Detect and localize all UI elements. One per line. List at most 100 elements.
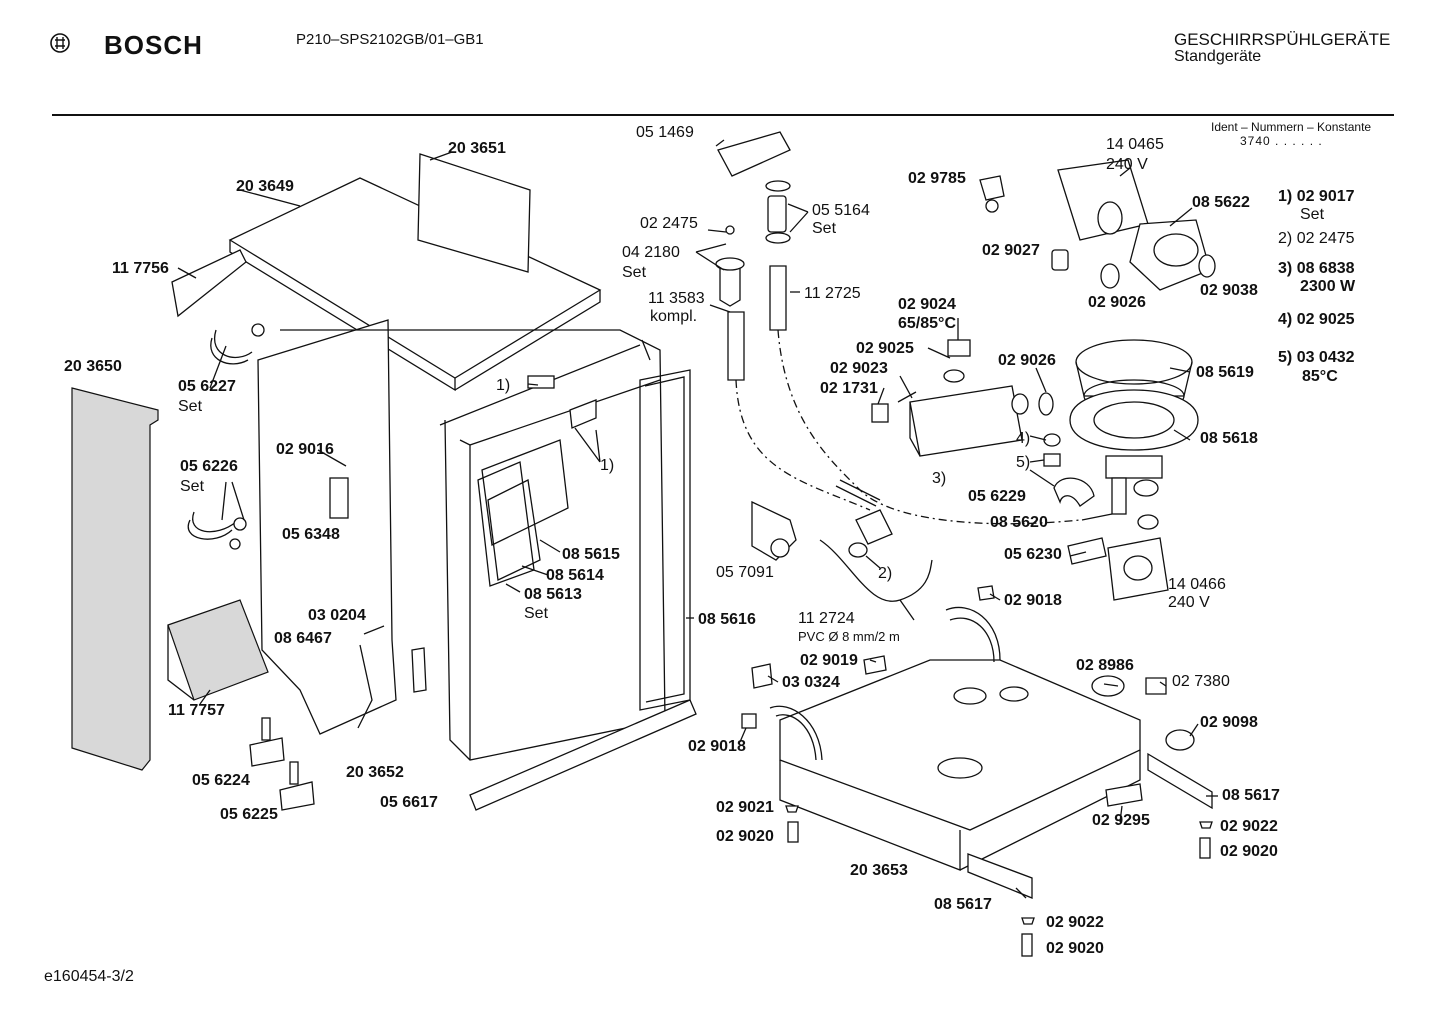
subcategory-title: Standgeräte xyxy=(1174,48,1262,65)
part-label: 02 9024 xyxy=(898,296,956,313)
detergent-box xyxy=(167,599,269,701)
part-label: 02 9022 xyxy=(1046,914,1104,931)
part-label: 1) xyxy=(496,377,511,394)
part-label: 02 7380 xyxy=(1172,673,1230,690)
handle-05-1469 xyxy=(717,131,791,177)
part-label: 05 6226 xyxy=(180,458,238,475)
part-label: 02 9016 xyxy=(276,441,334,458)
part-label: 08 5616 xyxy=(698,611,756,628)
part-label: 05 5164 xyxy=(812,202,870,219)
ident-value: 3740 . . . . . . xyxy=(1240,134,1323,148)
brand-name: BOSCH xyxy=(104,30,203,60)
sump-08-5618 xyxy=(1069,389,1199,451)
part-label: 11 3583 xyxy=(648,290,705,307)
part-label: kompl. xyxy=(650,308,698,325)
hose-05-6227 xyxy=(210,329,253,365)
part-label: 04 2180 xyxy=(622,244,680,261)
part-label: 08 5613 xyxy=(524,586,582,603)
legend-key: 1) xyxy=(1278,188,1293,205)
legend-part: 03 0432 xyxy=(1296,349,1355,366)
model-number: P210–SPS2102GB/01–GB1 xyxy=(296,31,484,48)
document-code: e160454-3/2 xyxy=(44,968,134,985)
part-label: 05 6617 xyxy=(380,794,438,811)
part-label: 65/85°C xyxy=(898,315,956,332)
part-label: 02 1731 xyxy=(820,380,878,397)
part-label: 02 9038 xyxy=(1200,282,1258,299)
legend-key: 4) xyxy=(1278,311,1293,328)
part-label: 05 6229 xyxy=(968,488,1026,505)
part-label: 1) xyxy=(600,457,615,474)
hose-11-2725 xyxy=(769,265,787,331)
part-label: 20 3652 xyxy=(346,764,404,781)
part-label: 08 5622 xyxy=(1192,194,1250,211)
part-label: 11 7756 xyxy=(112,260,169,277)
base-tray xyxy=(779,659,1141,831)
cabinet-side xyxy=(257,319,397,735)
part-label: 08 5619 xyxy=(1196,364,1254,381)
part-label: 05 6348 xyxy=(282,526,340,543)
part-label: 05 6227 xyxy=(178,378,236,395)
part-label: 02 9295 xyxy=(1092,812,1150,829)
legend-part: 02 9025 xyxy=(1296,311,1355,328)
part-label: 08 5620 xyxy=(990,514,1048,531)
ident-label: Ident – Nummern – Konstante xyxy=(1211,120,1372,134)
hose-11-3583 xyxy=(727,311,745,381)
part-label: 14 0466 xyxy=(1168,576,1226,593)
legend-key: 2) xyxy=(1278,230,1293,247)
base-strip xyxy=(469,699,697,811)
filter-ring-08-5619 xyxy=(1075,339,1193,385)
part-label: 20 3653 xyxy=(850,862,908,879)
legend-note: 2300 W xyxy=(1300,278,1356,295)
legend-part: 02 9017 xyxy=(1296,188,1355,205)
part-label: 05 6230 xyxy=(1004,546,1062,563)
part-label: 5) xyxy=(1016,454,1031,471)
part-label: 20 3651 xyxy=(448,140,506,157)
part-label: 11 2724 xyxy=(798,610,855,627)
rail xyxy=(171,249,247,318)
legend-part: 02 2475 xyxy=(1296,230,1355,247)
part-label: 02 9020 xyxy=(1046,940,1104,957)
legend-key: 3) xyxy=(1278,260,1293,277)
side-panel xyxy=(71,387,159,771)
part-label: Set xyxy=(178,398,203,415)
part-label: 05 6225 xyxy=(220,806,278,823)
part-label: 08 5615 xyxy=(562,546,620,563)
hose-05-6226 xyxy=(187,511,237,540)
bosch-logo-icon xyxy=(50,33,70,53)
part-label: 11 2725 xyxy=(804,285,861,302)
part-label: 03 0324 xyxy=(782,674,840,691)
part-label: 02 9023 xyxy=(830,360,888,377)
legend-part: 08 6838 xyxy=(1296,260,1355,277)
part-label: 02 9020 xyxy=(716,828,774,845)
part-label: 240 V xyxy=(1106,156,1148,173)
part-label: 2) xyxy=(878,565,893,582)
float-switch-05-6225 xyxy=(279,781,315,811)
part-label: 02 9025 xyxy=(856,340,914,357)
float-switch-05-6224 xyxy=(249,737,285,767)
part-label: 02 9098 xyxy=(1200,714,1258,731)
part-label: 02 9026 xyxy=(998,352,1056,369)
part-label: 05 7091 xyxy=(716,564,774,581)
part-label: 4) xyxy=(1016,430,1031,447)
hose-11-2724 xyxy=(819,539,933,602)
part-label: 08 5614 xyxy=(546,567,604,584)
part-label: 02 8986 xyxy=(1076,657,1134,674)
part-label: Set xyxy=(812,220,837,237)
legend-key: 5) xyxy=(1278,349,1293,366)
part-label: 02 9018 xyxy=(688,738,746,755)
back-panel xyxy=(417,153,531,273)
part-label: 02 2475 xyxy=(640,215,698,232)
hose-05-6229 xyxy=(1053,477,1095,507)
part-label: 03 0204 xyxy=(308,607,366,624)
part-label: 20 3649 xyxy=(236,178,294,195)
heater-block xyxy=(909,385,1023,457)
top-panel xyxy=(228,177,602,379)
part-label: 02 9019 xyxy=(800,652,858,669)
part-label: Set xyxy=(622,264,647,281)
leader-lines xyxy=(177,139,1218,899)
part-label: 08 6467 xyxy=(274,630,332,647)
part-label: 02 9027 xyxy=(982,242,1040,259)
part-label: 05 6224 xyxy=(192,772,250,789)
part-label: Set xyxy=(180,478,205,495)
